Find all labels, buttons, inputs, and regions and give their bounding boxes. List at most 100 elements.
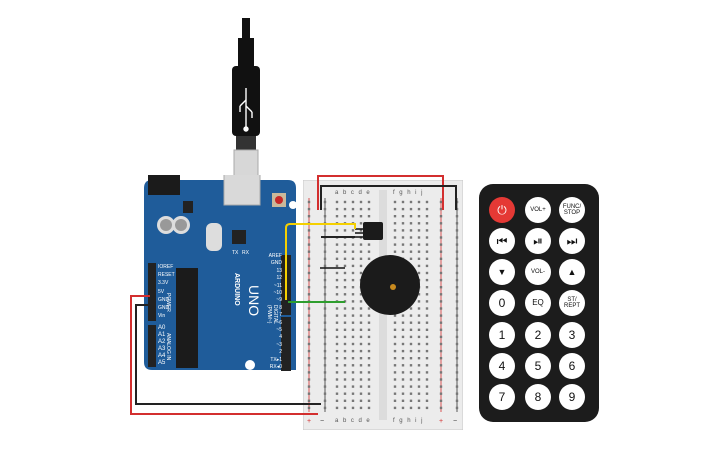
breadboard-hole (409, 200, 413, 204)
breadboard-hole (351, 321, 355, 324)
breadboard-hole (417, 264, 421, 268)
power-button[interactable]: ⏻ (489, 197, 515, 223)
breadboard-hole (343, 399, 347, 402)
breadboard-hole (323, 406, 327, 410)
breadboard-hole (351, 300, 355, 303)
breadboard-hole (307, 207, 311, 211)
breadboard-hole (425, 335, 429, 339)
play-pause-button[interactable]: ⏯ (525, 228, 551, 254)
breadboard-hole (439, 271, 443, 275)
digit-9-button[interactable]: 9 (559, 384, 585, 410)
breadboard-hole (417, 342, 421, 346)
digit-8-button[interactable]: 8 (525, 384, 551, 410)
prev-button[interactable]: ⏮ (489, 228, 515, 254)
analog-pin-label: A4 (158, 353, 166, 359)
breadboard-hole (323, 207, 327, 211)
breadboard-hole (359, 406, 363, 410)
breadboard-hole (335, 293, 339, 296)
breadboard-hole (351, 257, 355, 260)
breadboard-hole (343, 392, 347, 395)
breadboard-hole (417, 406, 421, 410)
breadboard-hole (335, 378, 339, 381)
breadboard-hole (439, 200, 443, 204)
breadboard-hole (393, 200, 397, 204)
digit-3-button[interactable]: 3 (559, 322, 585, 348)
breadboard-hole (439, 286, 443, 289)
breadboard-hole (425, 371, 429, 374)
breadboard-hole (425, 257, 429, 260)
breadboard-hole (335, 250, 339, 253)
breadboard-hole (323, 271, 327, 275)
breadboard-hole (367, 399, 371, 402)
breadboard-hole (359, 264, 363, 268)
breadboard-hole (343, 286, 347, 289)
breadboard-hole (367, 328, 371, 331)
breadboard-hole (351, 207, 355, 211)
eq-button[interactable]: EQ (525, 290, 551, 316)
breadboard-hole (307, 286, 311, 289)
breadboard-hole (439, 300, 443, 303)
breadboard-hole (335, 243, 339, 246)
digit-4-button[interactable]: 4 (489, 353, 515, 379)
breadboard-hole (323, 342, 327, 346)
breadboard-hole (323, 371, 327, 374)
up-button[interactable]: ▲ (559, 259, 585, 285)
breadboard-hole (367, 200, 371, 204)
breadboard-hole (409, 357, 413, 360)
down-button[interactable]: ▼ (489, 259, 515, 285)
breadboard-hole (417, 335, 421, 339)
breadboard-hole (401, 328, 405, 331)
pin-label: ~11 (273, 282, 282, 289)
zero-button[interactable]: 0 (489, 290, 515, 316)
breadboard-hole (409, 385, 413, 388)
breadboard-hole (439, 392, 443, 395)
breadboard-hole (401, 385, 405, 388)
breadboard-hole (343, 278, 347, 282)
breadboard-hole (359, 257, 363, 260)
breadboard-hole (323, 307, 327, 310)
digit-7-button[interactable]: 7 (489, 384, 515, 410)
breadboard-hole (439, 229, 443, 232)
breadboard-hole (417, 392, 421, 395)
breadboard-hole (401, 321, 405, 324)
digit-6-button[interactable]: 6 (559, 353, 585, 379)
breadboard-hole (359, 357, 363, 360)
breadboard-hole (351, 286, 355, 289)
breadboard-hole (417, 378, 421, 381)
next-button[interactable]: ⏭ (559, 228, 585, 254)
breadboard-hole (417, 307, 421, 310)
breadboard-hole (455, 264, 459, 268)
breadboard-hole (439, 335, 443, 339)
breadboard-hole (367, 406, 371, 410)
func-stop-button[interactable]: FUNC/ STOP (559, 197, 585, 223)
breadboard-hole (393, 250, 397, 253)
breadboard-hole (367, 385, 371, 388)
breadboard-hole (351, 243, 355, 246)
breadboard-hole (351, 342, 355, 346)
breadboard-hole (367, 321, 371, 324)
breadboard-hole (409, 392, 413, 395)
digit-2-button[interactable]: 2 (525, 322, 551, 348)
breadboard-hole (307, 321, 311, 324)
breadboard-hole (359, 314, 363, 317)
st-rept-button[interactable]: ST/ REPT (559, 290, 585, 316)
breadboard-hole (359, 342, 363, 346)
breadboard-hole (401, 349, 405, 353)
breadboard-hole (455, 271, 459, 275)
vol-up-button[interactable]: VOL+ (525, 197, 551, 223)
breadboard-hole (401, 200, 405, 204)
breadboard-hole (409, 250, 413, 253)
breadboard-hole (393, 349, 397, 353)
breadboard-hole (393, 399, 397, 402)
breadboard-hole (417, 222, 421, 225)
breadboard-hole (323, 215, 327, 218)
digit-5-button[interactable]: 5 (525, 353, 551, 379)
breadboard-hole (367, 257, 371, 260)
breadboard-hole (351, 392, 355, 395)
breadboard-hole (417, 328, 421, 331)
digit-1-button[interactable]: 1 (489, 322, 515, 348)
power-header-labels: IOREF RESET 3.3V 5V GND GND Vin (158, 263, 175, 320)
breadboard-hole (439, 215, 443, 218)
vol-down-button[interactable]: VOL- (525, 259, 551, 285)
breadboard-hole (409, 378, 413, 381)
